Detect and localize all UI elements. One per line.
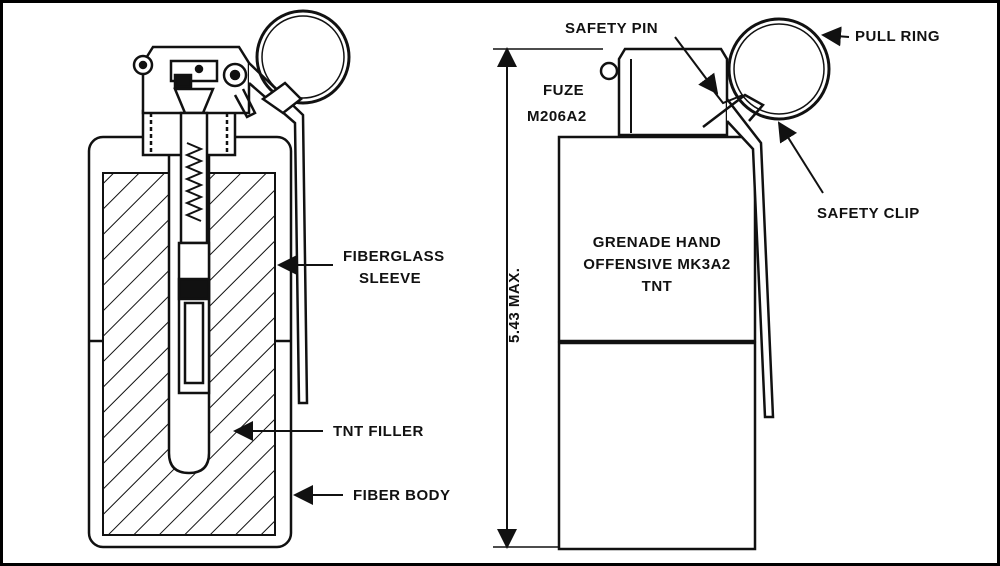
grenade-text-line-3: TNT: [642, 278, 673, 295]
cutaway-labels: FIBERGLASS SLEEVE TNT FILLER FIBER BODY: [233, 248, 451, 505]
exterior-labels: SAFETY PIN PULL RING FUZE M206A2 SAFETY …: [506, 20, 940, 343]
cutaway-view: [87, 9, 351, 549]
label-tnt-filler: TNT FILLER: [333, 423, 424, 440]
grenade-diagram: FIBERGLASS SLEEVE TNT FILLER FIBER BODY …: [87, 9, 940, 551]
label-pull-ring: PULL RING: [855, 28, 940, 45]
exterior-view: [493, 17, 831, 551]
grenade-text-line-2: OFFENSIVE MK3A2: [583, 256, 731, 273]
label-safety-clip: SAFETY CLIP: [817, 205, 920, 222]
dimension-label: 5.43 MAX.: [506, 268, 523, 343]
label-fiberglass: FIBERGLASS: [343, 248, 445, 265]
grenade-text-line-1: GRENADE HAND: [593, 234, 722, 251]
label-safety-pin: SAFETY PIN: [565, 20, 658, 37]
label-fuze-model: M206A2: [527, 108, 587, 125]
label-fuze: FUZE: [543, 82, 584, 99]
label-fiber-body: FIBER BODY: [353, 487, 451, 504]
label-sleeve: SLEEVE: [359, 270, 421, 287]
